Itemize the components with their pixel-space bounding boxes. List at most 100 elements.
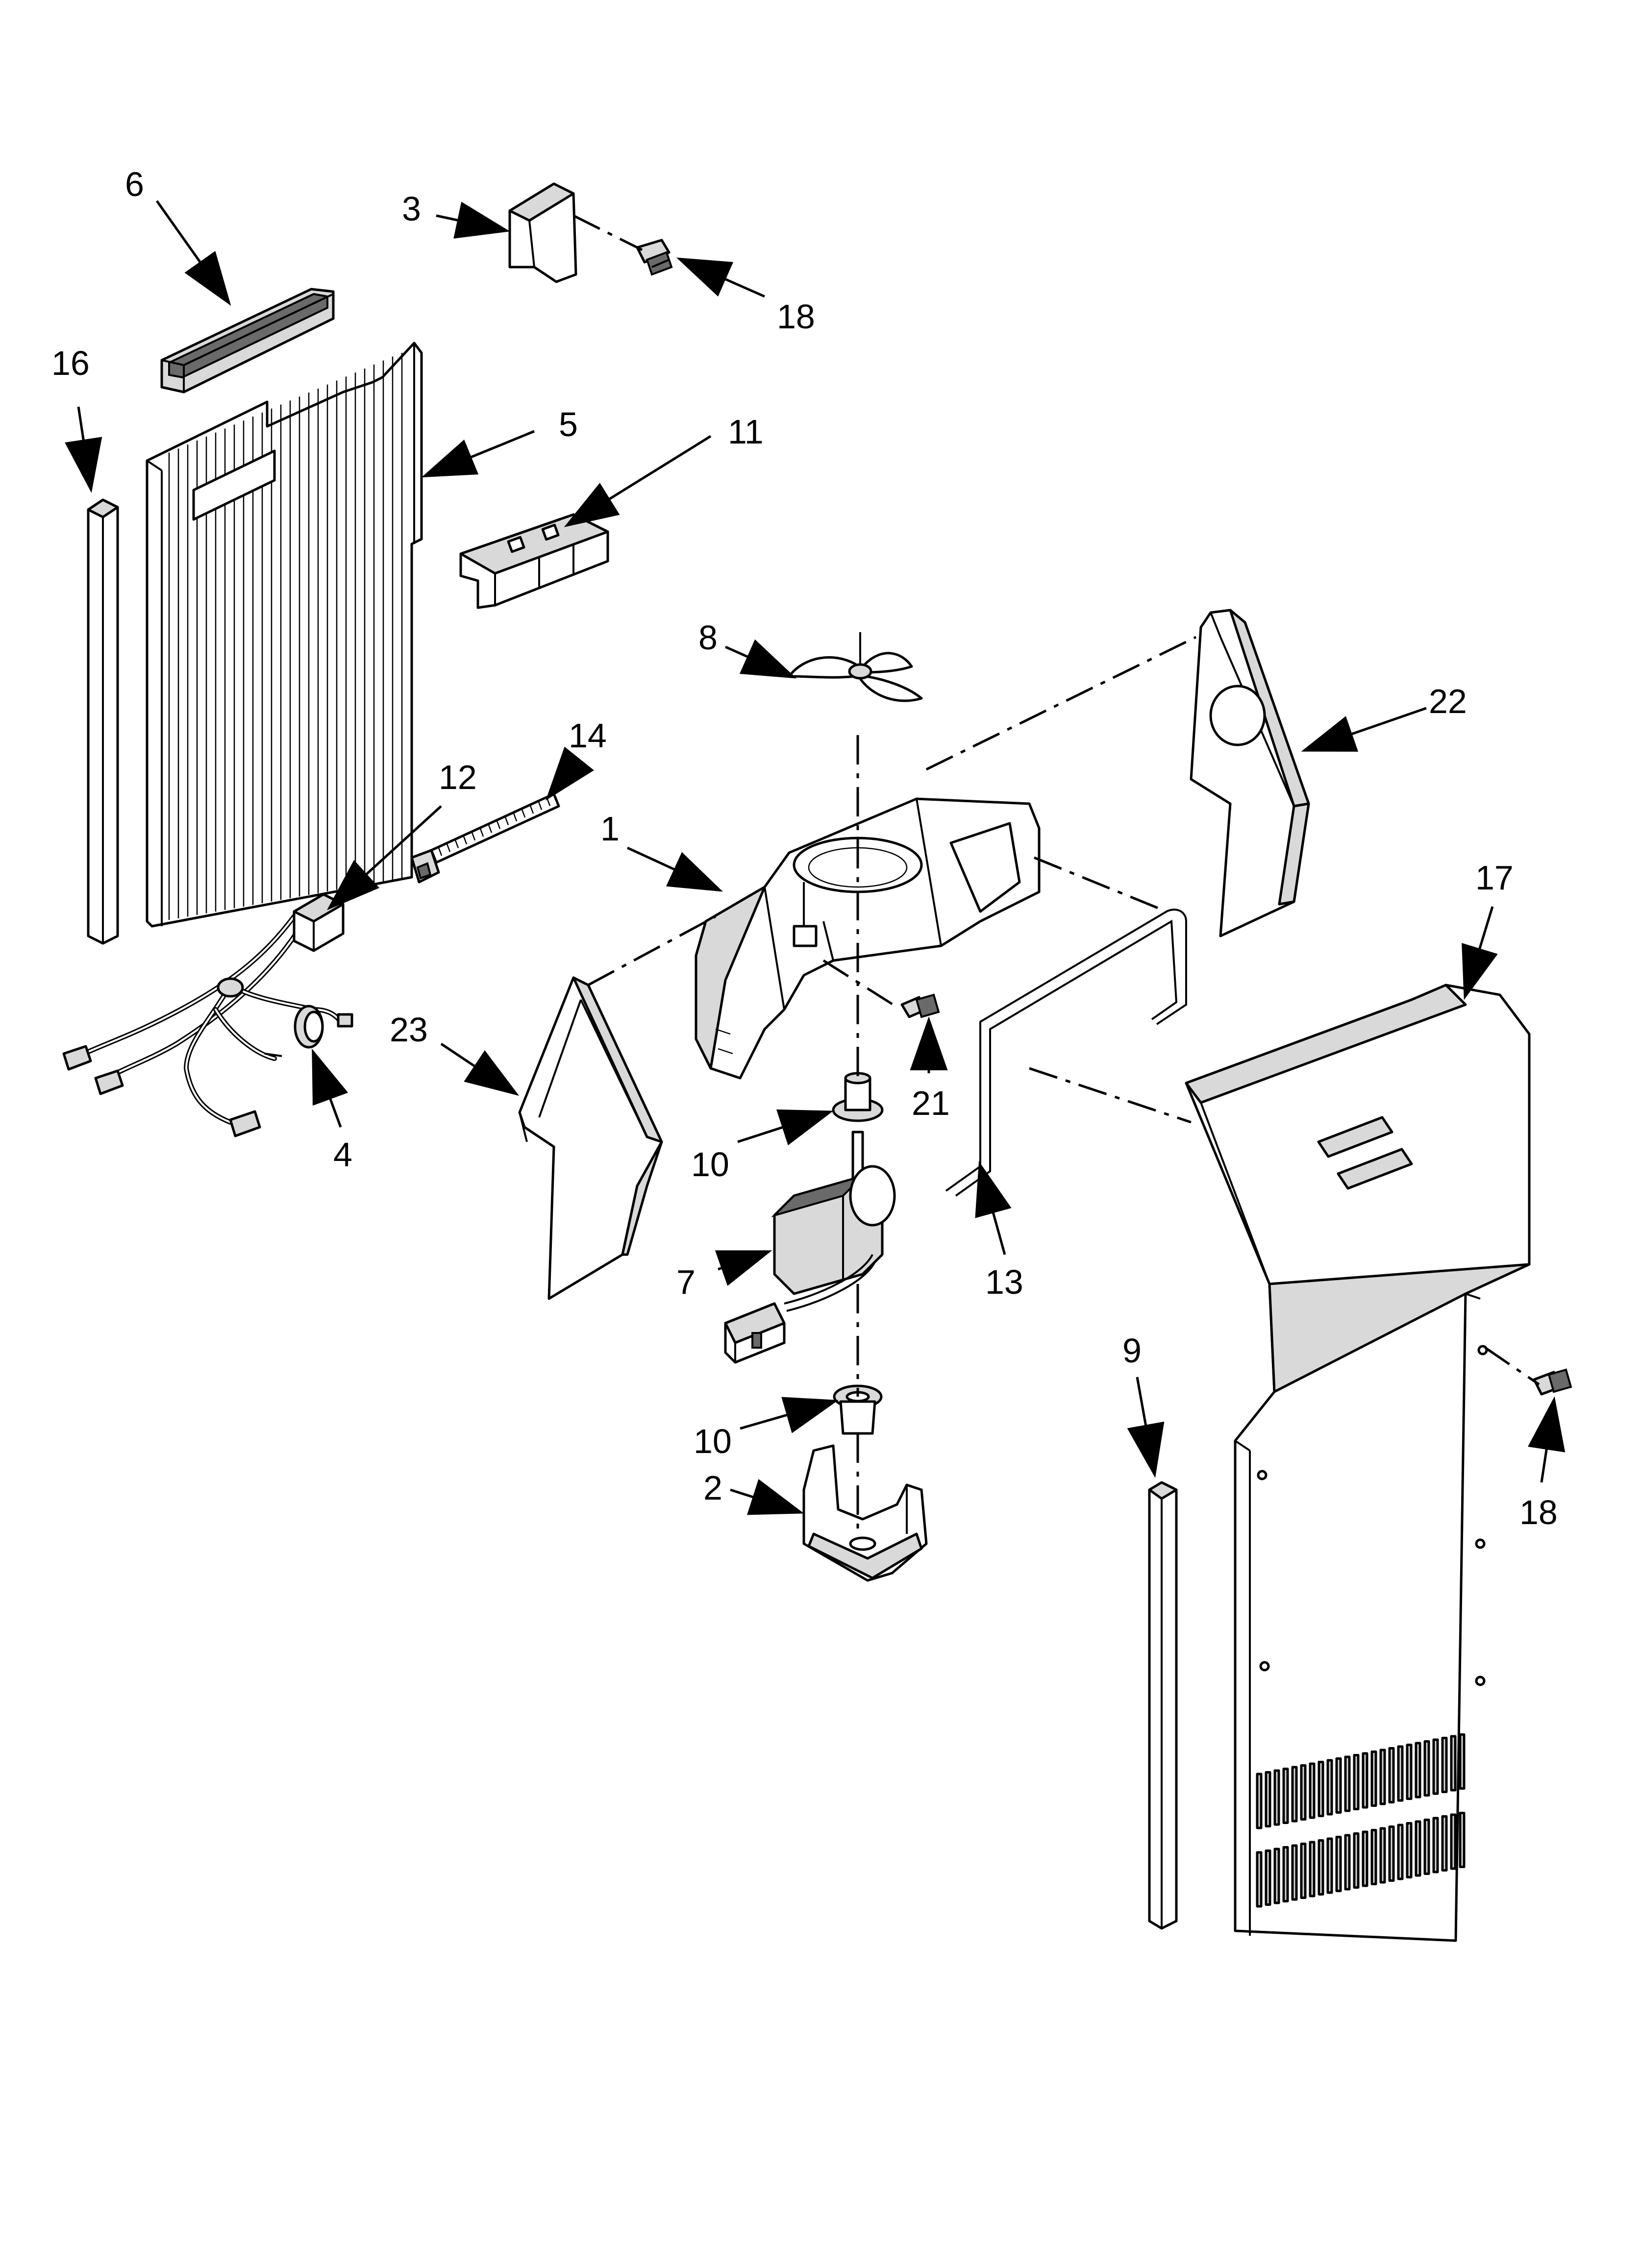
part-13-wire-bracket	[945, 909, 1187, 1197]
part-5-rear-panel	[146, 342, 423, 928]
vent-slot	[1397, 1745, 1404, 1802]
part-16-gasket-strip	[87, 498, 119, 945]
vent-slot	[1273, 1769, 1280, 1826]
vent-slot	[1432, 1738, 1439, 1795]
vent-slot	[1344, 1755, 1351, 1812]
detail-line	[504, 817, 509, 825]
vent-slot	[1388, 1747, 1395, 1803]
label-part-23: 23	[390, 1011, 428, 1049]
detail-line	[463, 836, 468, 845]
part-21-screw	[900, 993, 940, 1018]
vent-slot	[1397, 1824, 1404, 1880]
vent-slot	[1415, 1742, 1421, 1799]
vent-slot	[1282, 1846, 1289, 1902]
label-part-13: 13	[985, 1263, 1023, 1301]
label-part-5: 5	[559, 405, 578, 444]
part-23-left-duct-cover	[518, 976, 663, 1300]
part-2-lower-bracket	[802, 1444, 928, 1582]
detail-line	[479, 828, 484, 837]
vent-slot	[1415, 1820, 1421, 1877]
part-18-screw-top	[636, 239, 673, 276]
label-part-14: 14	[569, 716, 607, 755]
vent-slot	[1265, 1771, 1271, 1827]
detail-line	[496, 820, 501, 829]
vent-slot	[1353, 1832, 1360, 1889]
label-part-22: 22	[1429, 682, 1467, 720]
part-4-grommet	[294, 1005, 324, 1049]
vent-slot	[1450, 1735, 1457, 1792]
cover-vent-slots	[1256, 1733, 1466, 1908]
vent-slot	[1273, 1848, 1280, 1904]
vent-slot	[1423, 1740, 1430, 1797]
vent-slot	[1300, 1764, 1307, 1821]
vent-slot	[1256, 1851, 1263, 1908]
vent-slot	[1291, 1766, 1298, 1823]
vent-slot	[1335, 1757, 1342, 1814]
part-11-bracket	[459, 513, 609, 609]
part-number-labels: 6 3 18 16 5 11 8 22 14 12 1 17 23 21 4 1…	[51, 165, 1558, 1531]
part-9-gasket-strip	[1148, 1481, 1178, 1930]
part-18-screw-right	[1533, 1368, 1572, 1396]
leader-arrows	[65, 200, 1566, 1515]
part-10-grommet-upper	[832, 1072, 884, 1122]
label-part-18-top: 18	[777, 297, 815, 336]
vent-slot	[1379, 1749, 1386, 1805]
vent-slot	[1459, 1733, 1466, 1790]
label-part-21: 21	[912, 1084, 950, 1122]
detail-line	[471, 832, 476, 841]
vent-slot	[1459, 1812, 1466, 1868]
detail-line	[513, 813, 518, 822]
part-14-cable-tie	[410, 792, 560, 884]
vent-slot	[1370, 1750, 1377, 1807]
label-part-18-right: 18	[1519, 1493, 1558, 1531]
label-part-10-upper: 10	[691, 1145, 729, 1183]
part-12-wire-harness	[62, 893, 353, 1137]
label-part-8: 8	[698, 618, 718, 657]
vent-slot	[1362, 1830, 1368, 1887]
part-8-fan-blade	[788, 632, 923, 702]
vent-slot	[1362, 1752, 1368, 1809]
part-3-small-bracket	[508, 182, 577, 283]
label-part-1: 1	[600, 810, 620, 848]
detail-line	[488, 824, 493, 833]
vent-slot	[1450, 1813, 1457, 1870]
vent-slot	[1300, 1843, 1307, 1899]
vent-slot	[1432, 1817, 1439, 1874]
label-part-4: 4	[333, 1135, 352, 1174]
label-part-12: 12	[439, 758, 477, 796]
vent-slot	[1265, 1849, 1271, 1906]
vent-slot	[1379, 1827, 1386, 1884]
label-part-2: 2	[703, 1469, 722, 1507]
label-part-9: 9	[1122, 1331, 1142, 1370]
part-22-right-duct-cover	[1190, 609, 1310, 937]
vent-slot	[1326, 1759, 1333, 1816]
vent-slot	[1256, 1773, 1263, 1829]
part-6-top-trim	[160, 288, 335, 394]
assembly-lines	[572, 214, 1540, 1539]
vent-slot	[1291, 1844, 1298, 1901]
vent-slot	[1282, 1768, 1289, 1824]
detail-line	[454, 840, 459, 848]
vent-slot	[1423, 1819, 1430, 1875]
part-7-fan-motor	[724, 1131, 896, 1364]
label-part-3: 3	[402, 190, 421, 228]
detail-line	[521, 809, 526, 818]
label-part-7: 7	[676, 1263, 696, 1301]
label-part-16: 16	[51, 344, 90, 382]
vent-slot	[1441, 1737, 1448, 1793]
vent-slot	[1318, 1839, 1324, 1896]
label-part-17: 17	[1475, 859, 1514, 897]
vent-slot	[1370, 1829, 1377, 1885]
part-1-fan-shroud	[695, 797, 1041, 1080]
vent-slot	[1353, 1754, 1360, 1810]
label-part-6: 6	[125, 165, 144, 203]
detail-line	[446, 843, 451, 852]
vent-slot	[1406, 1744, 1413, 1800]
vent-slot	[1441, 1815, 1448, 1872]
panel-ribs	[168, 353, 403, 920]
label-part-11: 11	[728, 413, 764, 451]
detail-line	[438, 847, 443, 856]
vent-slot	[1326, 1837, 1333, 1894]
